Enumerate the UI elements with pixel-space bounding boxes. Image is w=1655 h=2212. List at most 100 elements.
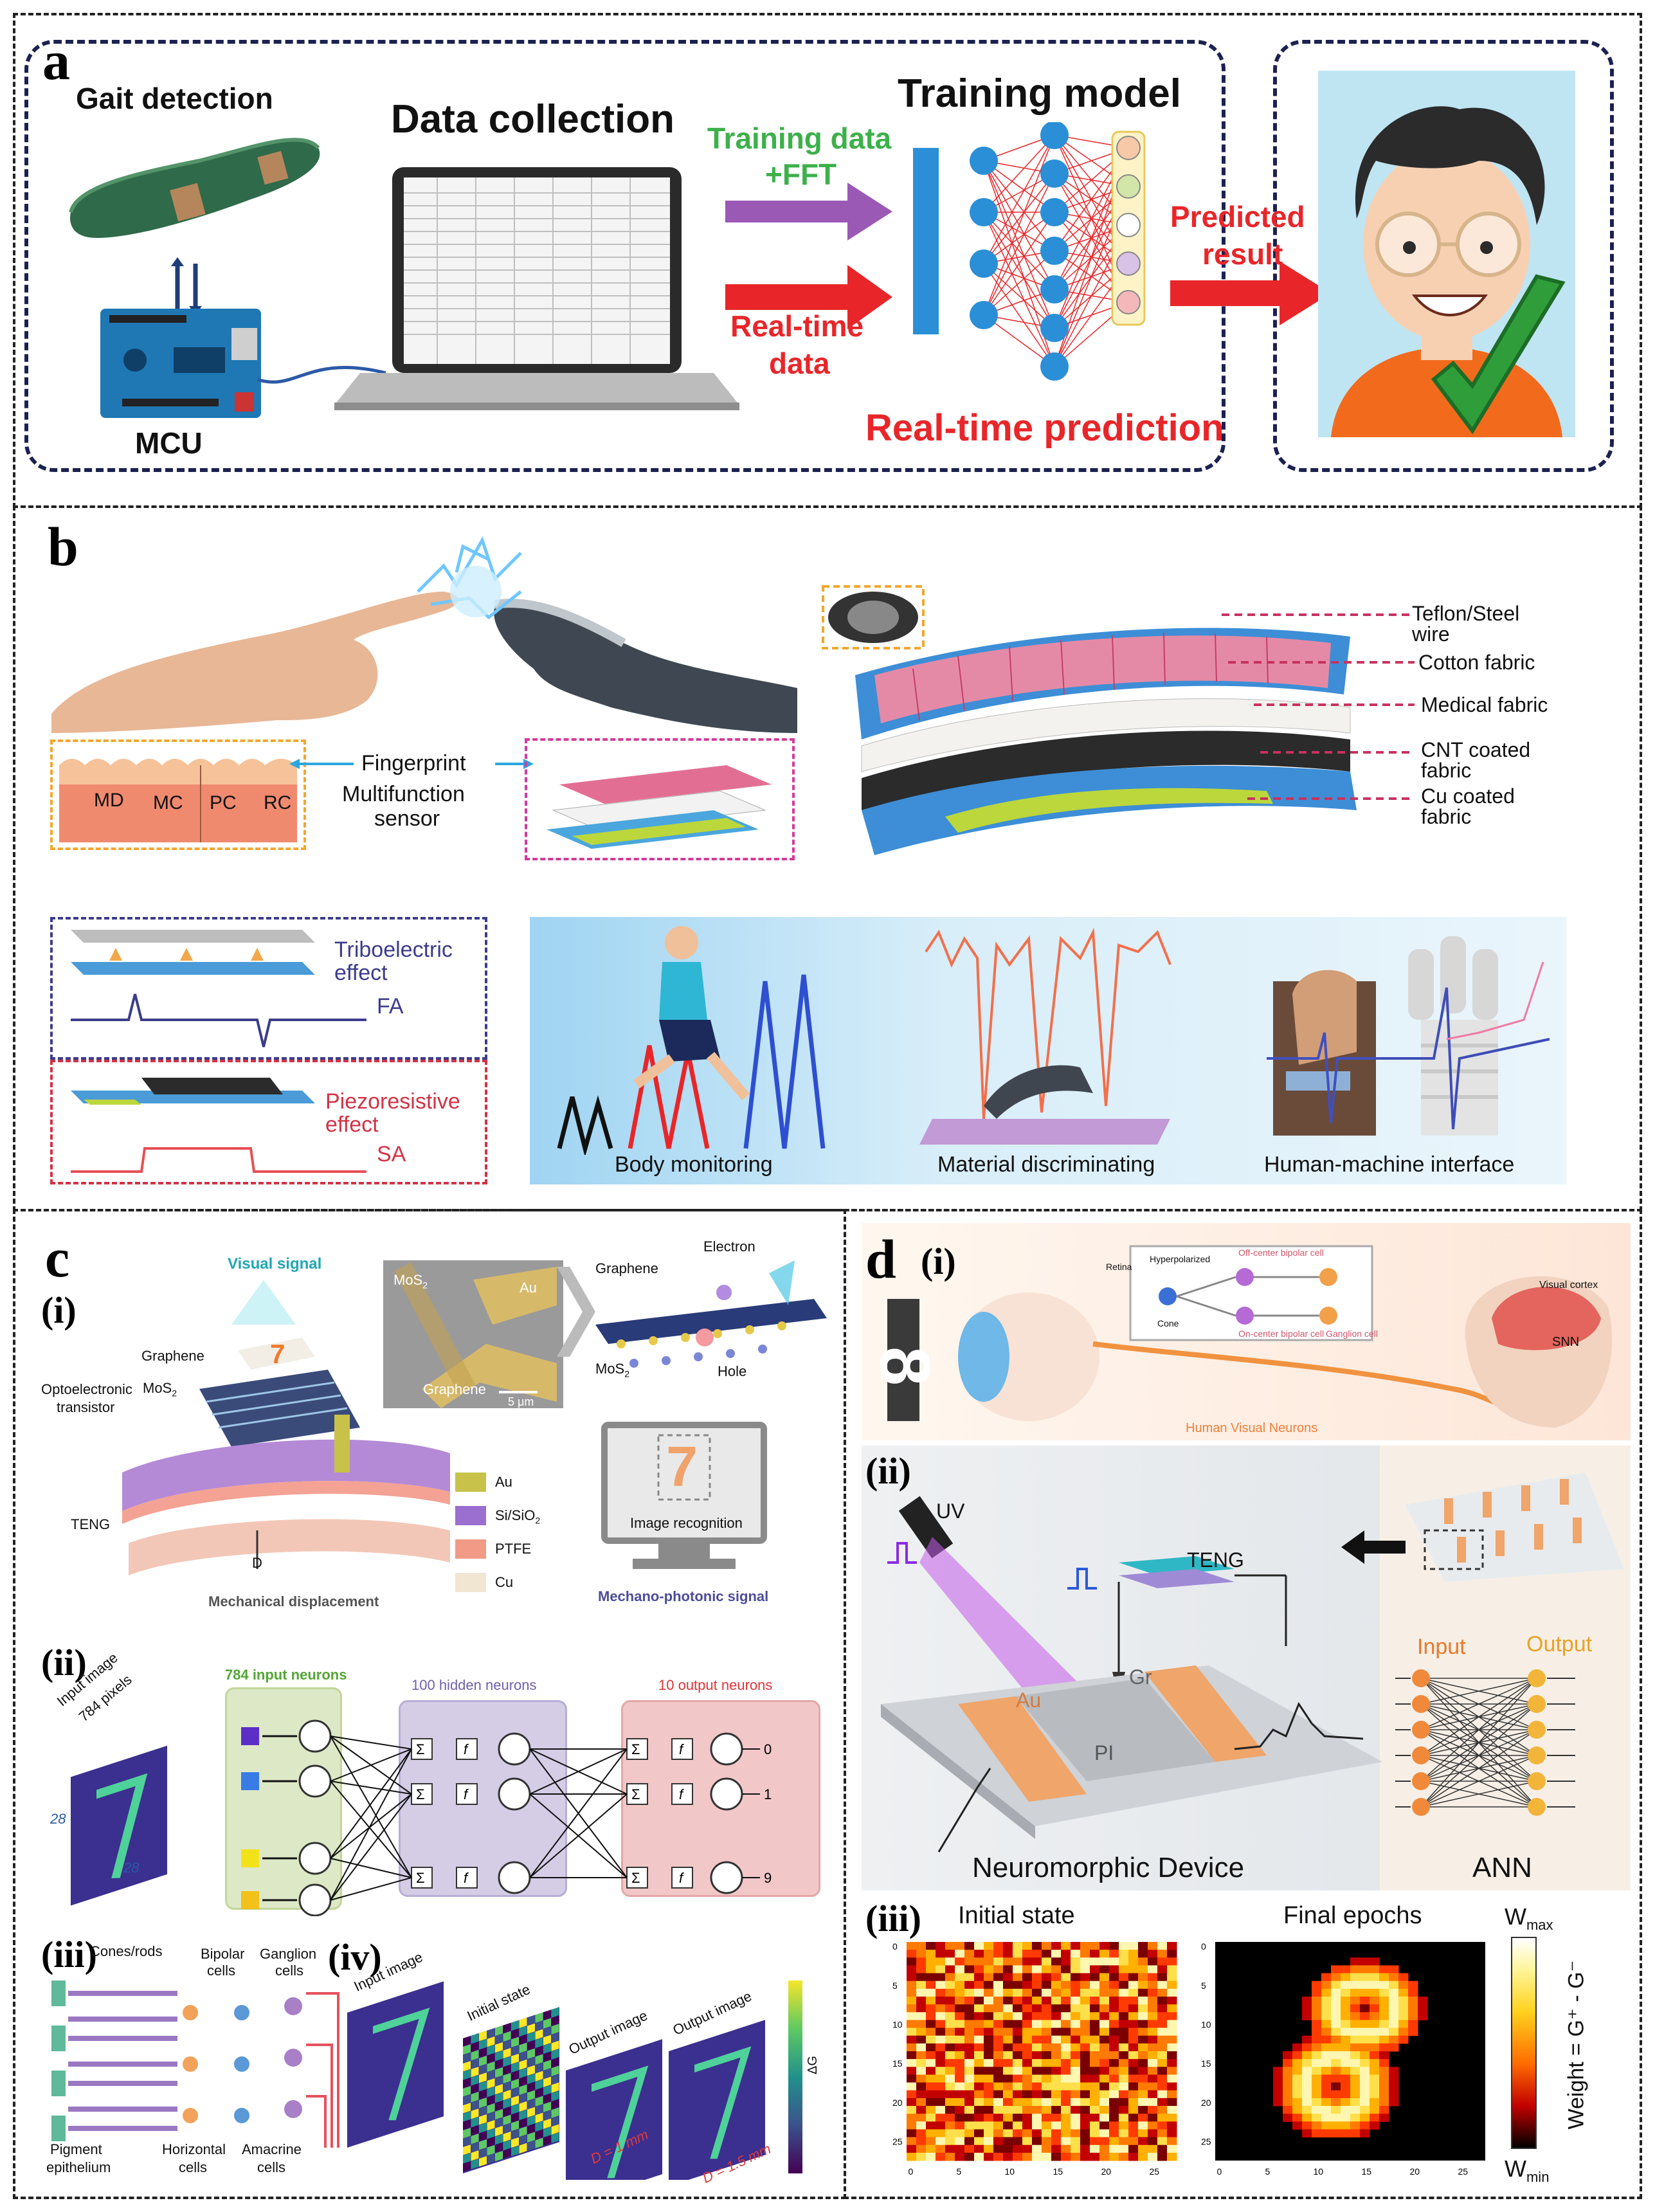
map-cell [527, 2081, 535, 2093]
heatmap-cell [1003, 2059, 1013, 2067]
heatmap-cell [984, 2152, 994, 2161]
heatmap-cell [1350, 2004, 1361, 2013]
triboelectric-frame [50, 917, 487, 1060]
ann-input-label: Input [1417, 1635, 1466, 1659]
heatmap-cell [1022, 1973, 1033, 1982]
heatmap-cell [1109, 1973, 1119, 1982]
heatmap-cell [1013, 1957, 1023, 1966]
panel-d-frame [844, 1209, 1642, 2199]
input-pixel [241, 1891, 259, 1909]
heatmap-cell [1071, 2051, 1081, 2060]
map-cell [479, 2147, 487, 2159]
heatmap-cell [1013, 2144, 1023, 2153]
heatmap-cell [936, 2012, 946, 2020]
heatmap-cell [1379, 2114, 1389, 2122]
heatmap-cell [993, 2090, 1004, 2099]
heatmap-cell [1360, 2051, 1370, 2060]
heatmap-cell [1283, 2059, 1293, 2067]
heatmap-cell [1119, 2090, 1129, 2099]
heatmap-cell [1128, 1942, 1139, 1950]
heatmap-cell [1128, 2074, 1139, 2083]
heatmap-cell [1013, 2129, 1023, 2138]
heatmap-cell [1042, 2106, 1052, 2114]
heatmap-cell [1071, 2082, 1081, 2091]
heatmap-cell [1312, 2090, 1322, 2099]
tem-au-label: Au [520, 1280, 537, 1296]
heatmap-cell [1003, 2152, 1013, 2161]
heatmap-cell [1138, 1981, 1148, 1990]
heatmap-cell [984, 2121, 994, 2130]
heatmap-cell [955, 2129, 965, 2138]
amacrine-label-2: cells [257, 2159, 286, 2175]
nn-node [1040, 122, 1069, 149]
heatmap-cell [1080, 2027, 1090, 2036]
heatmap-cell [1360, 1981, 1370, 1990]
heatmap-cell [1061, 2114, 1071, 2122]
map-cell [511, 2120, 519, 2132]
heatmap-cell [907, 2043, 917, 2052]
heatmap-cell [1099, 2082, 1110, 2091]
heatmap-cell [1119, 2035, 1129, 2044]
heatmap-cell [1148, 1957, 1158, 1966]
heatmap-cell [1051, 2020, 1062, 2029]
ann-input-node [1412, 1746, 1430, 1764]
map-cell [543, 2126, 551, 2137]
heatmap-cell [1071, 2152, 1081, 2161]
y-tick-label: 15 [1201, 2058, 1211, 2069]
heatmap-cell [1370, 2027, 1380, 2036]
map-cell [535, 2045, 543, 2056]
heatmap-cell [984, 2067, 994, 2075]
heatmap-cell [1042, 1965, 1052, 1974]
heatmap-cell [1119, 1997, 1129, 2005]
mnist-input-image [71, 1745, 167, 1906]
heatmap-cell [1321, 1981, 1332, 1990]
heatmap-cell [1360, 2067, 1370, 2075]
heatmap-cell [1109, 2035, 1119, 2044]
retina-label: Retina [1106, 1262, 1132, 1272]
heatmap-cell [1157, 2106, 1168, 2114]
heatmap-cell [1157, 2098, 1168, 2107]
heatmap-cell [926, 2012, 936, 2020]
heatmap-cell [1022, 2035, 1033, 2044]
retina-circuit-inset [1129, 1245, 1373, 1341]
heatmap-cell [907, 2051, 917, 2060]
heatmap-cell [974, 2114, 984, 2122]
heatmap-cell [1080, 1957, 1090, 1966]
heatmap-cell [1042, 2067, 1052, 2075]
map-cell [543, 2009, 551, 2020]
heatmap-cell [1128, 2098, 1139, 2107]
heatmap-cell [916, 2129, 927, 2138]
map-cell [543, 2101, 551, 2112]
heatmap-cell [955, 2004, 965, 2013]
heatmap-cell [955, 2059, 965, 2067]
map-cell [519, 2042, 527, 2054]
heatmap-cell [1080, 2035, 1090, 2044]
heatmap-cell [1341, 2027, 1351, 2036]
nn-edge [983, 134, 1055, 264]
heatmap-cell [1003, 2043, 1013, 2052]
map-cell [471, 2134, 479, 2144]
heatmap-cell [964, 1988, 975, 1997]
pi-device-label: PI [1094, 1741, 1114, 1764]
heatmap-cell [1119, 2082, 1129, 2091]
heatmap-cell [1090, 2074, 1100, 2083]
map-cell [511, 2128, 519, 2140]
heatmap-cell [1370, 2074, 1380, 2083]
f-label: f [464, 1786, 469, 1802]
heatmap-cell [1071, 2012, 1081, 2020]
f-label: f [679, 1741, 685, 1757]
map-cell [495, 2083, 503, 2095]
map-cell [543, 2018, 551, 2029]
x-tick-label: 15 [1362, 2166, 1372, 2177]
map-cell [487, 2078, 495, 2089]
heatmap-cell [1109, 2121, 1119, 2130]
nn-edge [983, 212, 1055, 264]
heatmap-cell [993, 2152, 1004, 2161]
heatmap-cell [916, 1942, 927, 1950]
image-recognition-label: Image recognition [630, 1515, 743, 1531]
heatmap-cell [1128, 1973, 1139, 1982]
x-tick-label: 15 [1053, 2166, 1063, 2177]
heatmap-cell [1099, 2020, 1110, 2029]
heatmap-cell [1283, 2114, 1293, 2122]
